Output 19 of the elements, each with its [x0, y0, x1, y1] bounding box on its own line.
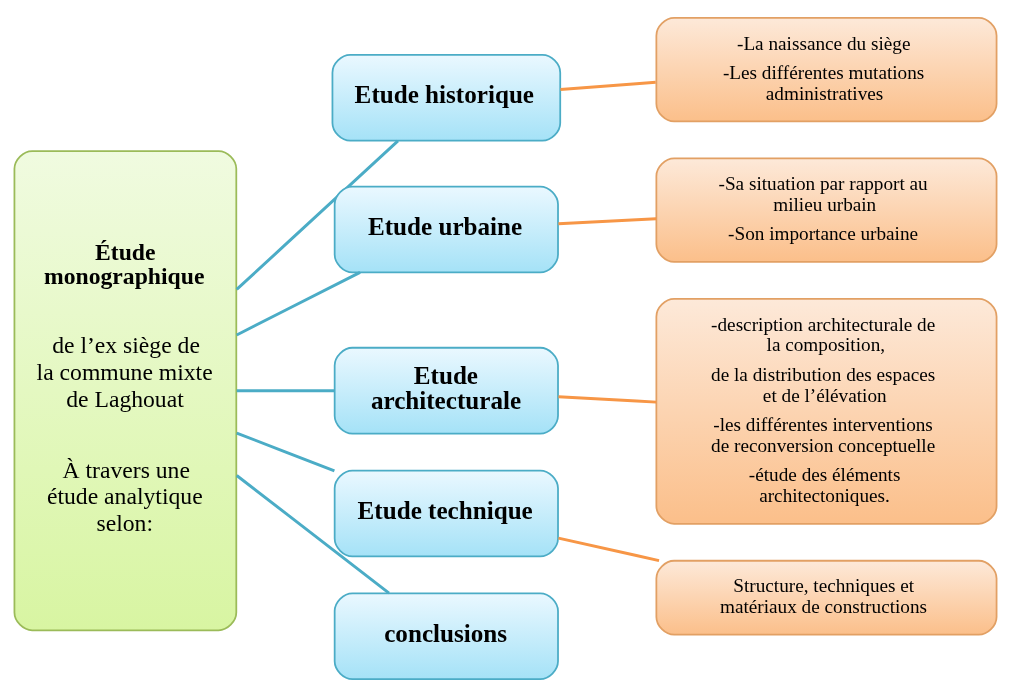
- node-box: Etude urbaine: [333, 185, 559, 274]
- connector: [236, 271, 361, 337]
- connector: [558, 217, 657, 226]
- node-box: -Sa situation par rapport au milieu urbain -Son importance urbaine: [655, 157, 998, 263]
- connector: [558, 536, 660, 563]
- node-box: -description architecturale de la composition, de la distribution des espaces et de l’élévation -les différentes interventions de reconversion conceptuelle -étude des éléments architectoniques.: [655, 298, 998, 525]
- node-box: Etude historique: [331, 54, 562, 142]
- connector: [235, 139, 399, 291]
- connector: [560, 80, 656, 91]
- connector: [236, 389, 335, 393]
- node-box: -La naissance du siège -Les différentes mutations administratives: [655, 17, 998, 123]
- connector: [558, 395, 657, 404]
- node-box: Étude monographique de l’ex siège de la commune mixte de Laghouat À travers une étude analytique selon:: [13, 150, 238, 632]
- node-box: conclusions: [333, 592, 559, 680]
- connector: [236, 431, 335, 473]
- node-box: Etude technique: [333, 469, 559, 558]
- node-box: Etude architecturale: [333, 346, 559, 435]
- node-box: Structure, techniques et matériaux de constructions: [655, 559, 998, 636]
- connector: [235, 474, 390, 595]
